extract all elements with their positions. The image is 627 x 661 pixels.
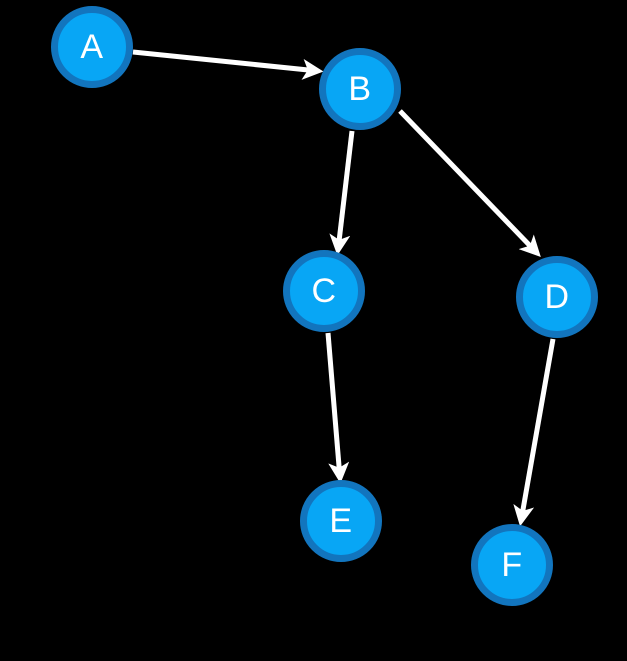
graph-node-c[interactable]: C (283, 250, 365, 332)
graph-node-d[interactable]: D (516, 256, 598, 338)
graph-node-label: D (544, 278, 570, 316)
graph-node-b[interactable]: B (319, 48, 401, 130)
graph-edge-b-d (398, 109, 541, 257)
graph-edge-b-c (329, 130, 355, 256)
graph-node-a[interactable]: A (51, 6, 133, 88)
graph-node-e[interactable]: E (300, 480, 382, 562)
graph-edge-c-e (325, 332, 350, 484)
graph-node-label: F (501, 546, 523, 584)
graph-node-label: B (348, 70, 372, 108)
graph-node-label: C (311, 272, 337, 310)
graph-node-f[interactable]: F (471, 524, 553, 606)
graph-node-label: E (329, 502, 353, 540)
graph-edge-d-f (513, 338, 556, 527)
graph-node-label: A (80, 28, 104, 66)
graph-edge-a-b (132, 49, 324, 80)
